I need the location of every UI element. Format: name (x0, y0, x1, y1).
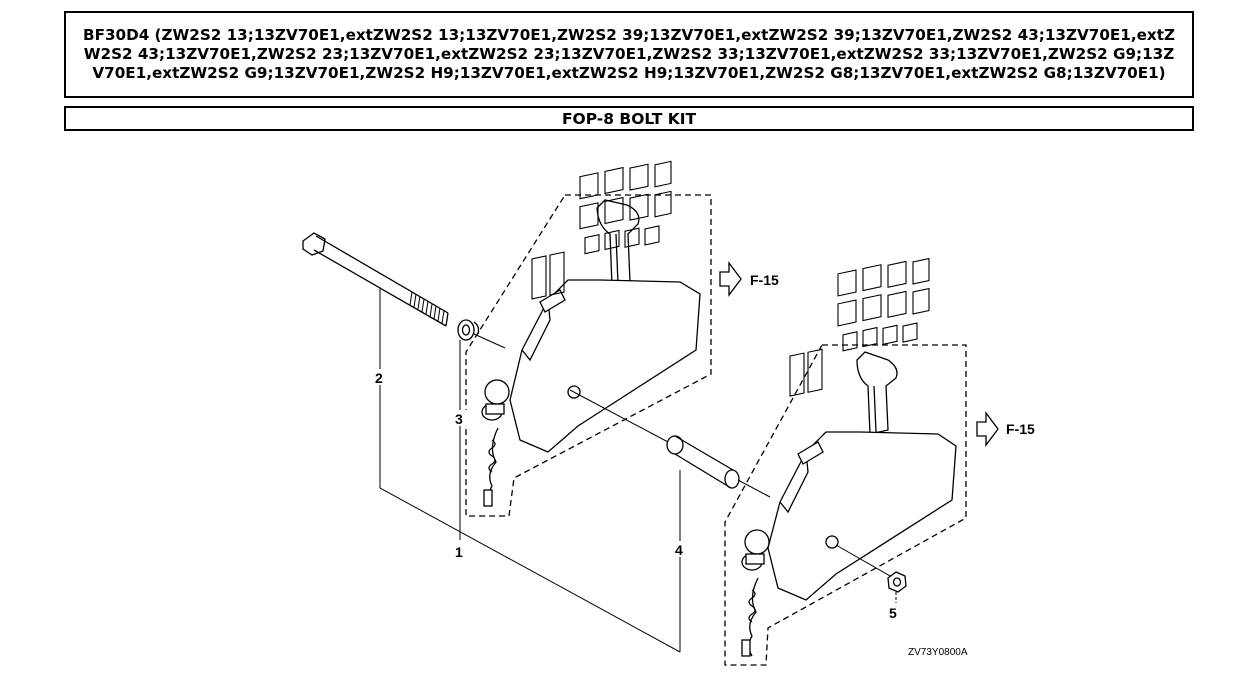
leader-lines (379, 288, 897, 653)
left-box-outline (465, 194, 712, 517)
right-control-box[interactable] (741, 257, 957, 657)
page-ref-link[interactable]: F-15 (750, 272, 779, 288)
right-box-outline (724, 344, 967, 666)
callout-3: 3 (455, 411, 463, 427)
page-ref-arrow-icon (719, 261, 742, 297)
callout-5: 5 (889, 605, 897, 621)
kit-title-box: FOP-8 BOLT KIT (64, 106, 1194, 131)
callout-1: 1 (455, 544, 463, 560)
drawing-code: ZV73Y0800A (908, 647, 968, 658)
model-title-box: BF30D4 (ZW2S2 13;13ZV70E1,extZW2S2 13;13… (64, 11, 1194, 98)
nut-part[interactable] (887, 571, 907, 593)
callout-4: 4 (675, 542, 683, 558)
left-control-box[interactable] (481, 160, 701, 507)
spacer-part[interactable] (666, 435, 740, 489)
model-title: BF30D4 (ZW2S2 13;13ZV70E1,extZW2S2 13;13… (83, 26, 1175, 82)
page-ref-arrow-icon (976, 411, 999, 447)
kit-title: FOP-8 BOLT KIT (561, 109, 697, 128)
page-ref-link[interactable]: F-15 (1006, 421, 1035, 437)
bolt-part[interactable] (302, 232, 449, 327)
callout-2: 2 (375, 370, 383, 386)
